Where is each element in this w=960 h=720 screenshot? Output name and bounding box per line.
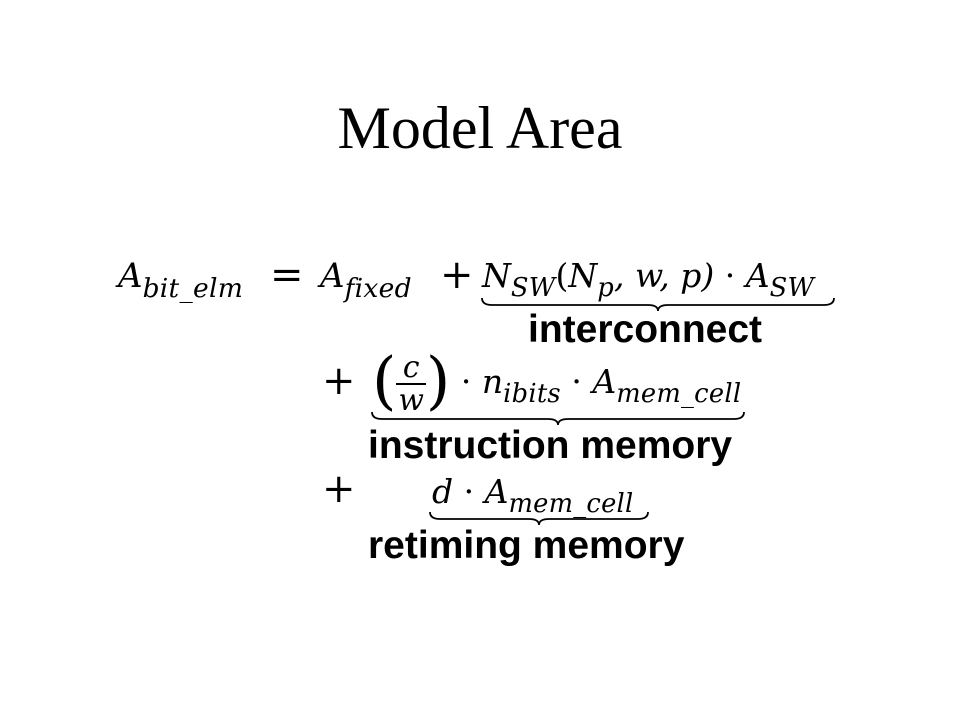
- equals-sign: =: [270, 252, 304, 298]
- args-rest: , w, p): [613, 256, 715, 295]
- fraction-numerator: c: [396, 352, 426, 386]
- args-open-paren: (: [555, 256, 569, 295]
- dot-operator-3: ·: [463, 472, 475, 511]
- dot-operator-1: ·: [460, 362, 472, 402]
- nibits-symbol: n: [481, 362, 504, 402]
- plus-sign-3: +: [322, 466, 356, 512]
- amem-subscript: mem_cell: [616, 379, 742, 410]
- amem-symbol-2: A: [484, 472, 509, 511]
- d-symbol: d: [432, 472, 454, 511]
- open-paren: (: [372, 343, 397, 417]
- close-paren: ): [425, 343, 451, 417]
- fixed-term: Afixed: [320, 256, 412, 304]
- plus-sign-1: +: [440, 252, 474, 298]
- lhs-term: Abit_elm: [118, 256, 243, 304]
- interconnect-expression: NSW(Np, w, p) · ASW: [482, 256, 814, 303]
- fixed-symbol: A: [320, 256, 345, 296]
- nsw-symbol: N: [482, 256, 511, 295]
- fixed-subscript: fixed: [344, 272, 412, 304]
- np-symbol: N: [568, 256, 598, 295]
- fraction-denominator: w: [398, 383, 424, 419]
- lhs-subscript: bit_elm: [142, 272, 244, 304]
- amem-subscript-2: mem_cell: [508, 489, 634, 520]
- dot-operator-2: ·: [571, 362, 582, 402]
- interconnect-underbrace: [481, 297, 835, 312]
- instruction-memory-underbrace: [371, 411, 745, 426]
- retiming-memory-underbrace: [429, 511, 649, 526]
- nsw-subscript: SW: [510, 273, 556, 304]
- instruction-memory-label: instruction memory: [368, 424, 733, 467]
- retiming-memory-label: retiming memory: [368, 524, 685, 567]
- slide-title: Model Area: [337, 95, 623, 161]
- asw-subscript: SW: [769, 273, 815, 304]
- np-subscript: p: [597, 273, 614, 304]
- dot-operator: ·: [724, 256, 736, 295]
- plus-sign-2: +: [322, 358, 356, 404]
- lhs-symbol: A: [118, 256, 143, 296]
- retiming-expression: d · Amem_cell: [432, 472, 634, 519]
- nibits-subscript: ibits: [503, 379, 561, 410]
- interconnect-label: interconnect: [528, 308, 763, 351]
- asw-symbol: A: [745, 256, 770, 295]
- amem-symbol: A: [592, 362, 617, 402]
